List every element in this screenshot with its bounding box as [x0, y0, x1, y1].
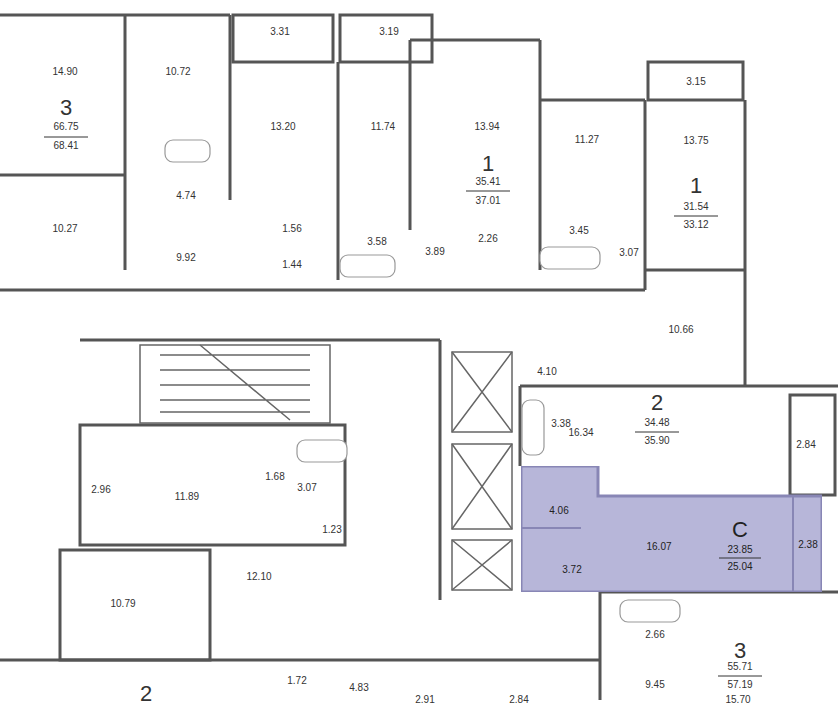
room-area: 3.58	[367, 237, 386, 247]
room-area: 12.10	[246, 572, 271, 582]
room-area: 35.41	[475, 177, 500, 187]
room-area: 37.01	[475, 196, 500, 206]
stairs	[160, 345, 310, 420]
room-area: 10.66	[668, 325, 693, 335]
room-area: 15.70	[725, 695, 750, 705]
wall	[60, 550, 210, 660]
room-area: 23.85	[727, 545, 752, 555]
room-area: 3.45	[569, 226, 588, 236]
room-area: 2.91	[415, 695, 434, 705]
elevator	[452, 352, 512, 432]
room-count: 2	[140, 683, 152, 705]
inner-wall	[719, 558, 761, 559]
room-area: 3.19	[379, 27, 398, 37]
room-area: 33.12	[683, 220, 708, 230]
room-area: 2.26	[478, 234, 497, 244]
highlighted-apartment: 4.06 3.72 16.07 C 23.85 25.04 2.38	[521, 466, 822, 592]
room-count: 2	[651, 392, 663, 414]
fraction-line	[635, 432, 679, 433]
room-area: 13.75	[683, 136, 708, 146]
room-area: 10.79	[110, 599, 135, 609]
room-area: 31.54	[683, 202, 708, 212]
inner-wall	[792, 496, 794, 592]
wall	[338, 40, 645, 290]
room-area: 68.41	[53, 141, 78, 151]
room-area: 11.89	[175, 492, 199, 502]
elevator	[452, 444, 512, 529]
room-area: 14.90	[52, 67, 77, 77]
room-area: 1.23	[322, 525, 341, 535]
wall	[0, 15, 230, 270]
bathtub	[540, 247, 600, 269]
room-area: 9.92	[176, 253, 195, 263]
room-area: 1.56	[282, 224, 301, 234]
room-area: 4.74	[176, 191, 195, 201]
room-area: 3.72	[562, 565, 581, 575]
room-area: 11.74	[371, 122, 395, 132]
bathtub	[297, 440, 347, 462]
fraction-line	[674, 216, 718, 217]
room-area: 11.27	[575, 135, 599, 145]
bathtub	[165, 140, 210, 162]
room-area: 34.48	[644, 418, 669, 428]
room-area: 3.31	[270, 27, 289, 37]
bathtub	[620, 600, 680, 622]
room-area: 2.96	[91, 485, 110, 495]
walls	[0, 15, 838, 700]
bathtub	[340, 255, 395, 277]
fraction-line	[466, 191, 510, 192]
room-count: 1	[482, 153, 494, 175]
fraction-line	[44, 137, 88, 138]
room-area: 2.38	[798, 540, 817, 550]
room-area: 35.90	[644, 436, 669, 446]
room-count: 3	[60, 97, 72, 119]
room-area: 1.44	[282, 260, 301, 270]
room-area: 2.66	[645, 630, 664, 640]
fraction-lines	[44, 137, 762, 676]
room-area: 4.10	[537, 367, 556, 377]
room-area: 1.72	[287, 676, 306, 686]
room-area: 4.83	[349, 683, 368, 693]
room-count: 3	[734, 640, 746, 662]
staircase	[140, 345, 330, 423]
wall	[0, 592, 838, 700]
room-area: 13.94	[474, 122, 499, 132]
room-area: 55.71	[727, 662, 752, 672]
room-area: 3.07	[619, 248, 638, 258]
circulation	[140, 345, 512, 590]
room-area: 10.27	[52, 224, 77, 234]
elevator	[452, 540, 512, 590]
room-area: 16.34	[568, 428, 593, 438]
balcony	[233, 15, 333, 62]
room-area: 57.19	[727, 680, 752, 690]
room-area: 3.38	[551, 419, 570, 429]
room-area: 66.75	[53, 122, 78, 132]
elevator	[452, 540, 512, 590]
room-area: 3.89	[425, 247, 444, 257]
balcony	[790, 395, 835, 495]
room-area: 3.07	[297, 483, 316, 493]
room-area: 13.20	[270, 122, 295, 132]
inner-wall	[521, 527, 581, 529]
bathtub	[522, 400, 544, 455]
room-area: 16.07	[646, 542, 671, 552]
elevator	[452, 352, 512, 432]
room-area: 2.84	[509, 695, 528, 705]
elevator	[452, 444, 512, 529]
room-area: 4.06	[549, 506, 568, 516]
fraction-line	[718, 676, 762, 677]
room-area: 1.68	[265, 472, 284, 482]
apartment-shape	[521, 466, 822, 592]
room-area: 3.15	[686, 77, 705, 87]
room-area: 25.04	[727, 562, 752, 572]
balcony	[648, 62, 743, 100]
room-area: 2.84	[796, 440, 815, 450]
room-count: 1	[690, 175, 702, 197]
room-area: 9.45	[645, 680, 664, 690]
room-area: C	[732, 519, 748, 541]
room-area: 10.72	[165, 67, 190, 77]
